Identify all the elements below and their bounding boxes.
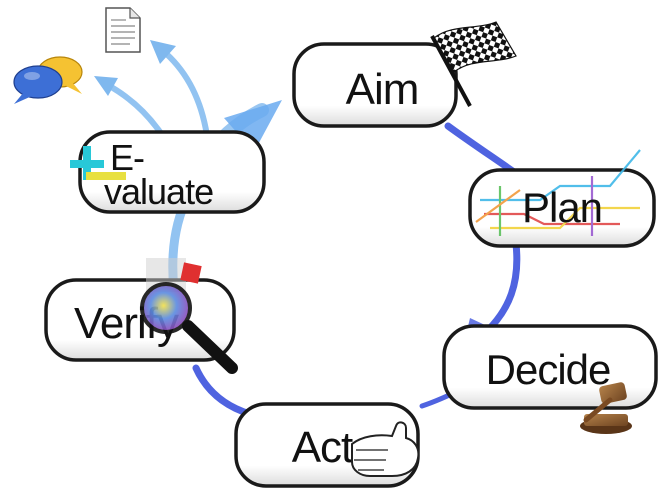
arrow-evaluate-to-speech-head (94, 76, 118, 96)
speech-bubbles-icon (13, 56, 83, 104)
node-evaluate-label-line2: valuate (104, 171, 213, 212)
transit-map-icon (475, 149, 641, 236)
node-plan: Plan (468, 149, 656, 248)
node-aim: Aim (292, 21, 517, 128)
pointing-hand-icon (351, 421, 420, 477)
arrow-plan-to-decide (480, 240, 521, 338)
node-decide-label: Decide (486, 346, 611, 393)
document-icon (105, 7, 141, 53)
node-act: Act (234, 402, 420, 488)
node-evaluate-label-line1: E- (110, 137, 144, 178)
arrow-evaluate-to-aim-head (224, 100, 282, 152)
arrow-evaluate-to-document (159, 47, 209, 133)
node-decide: Decide (442, 324, 658, 434)
node-act-label: Act (292, 423, 353, 472)
node-evaluate: E- valuate (70, 130, 266, 214)
gavel-icon (580, 382, 632, 434)
node-plan-label: Plan (522, 184, 602, 231)
node-verify: Verify (44, 258, 238, 374)
arrow-evaluate-to-document-head (150, 40, 176, 64)
arrow-aim-to-plan (444, 122, 518, 176)
plus-minus-icon (70, 146, 126, 180)
arrow-act-to-verify (192, 364, 254, 418)
checkered-flag-icon (430, 21, 517, 107)
arrow-evaluate-to-speech (103, 81, 163, 135)
node-aim-label: Aim (346, 65, 419, 114)
magnifying-glass-icon (140, 258, 238, 374)
